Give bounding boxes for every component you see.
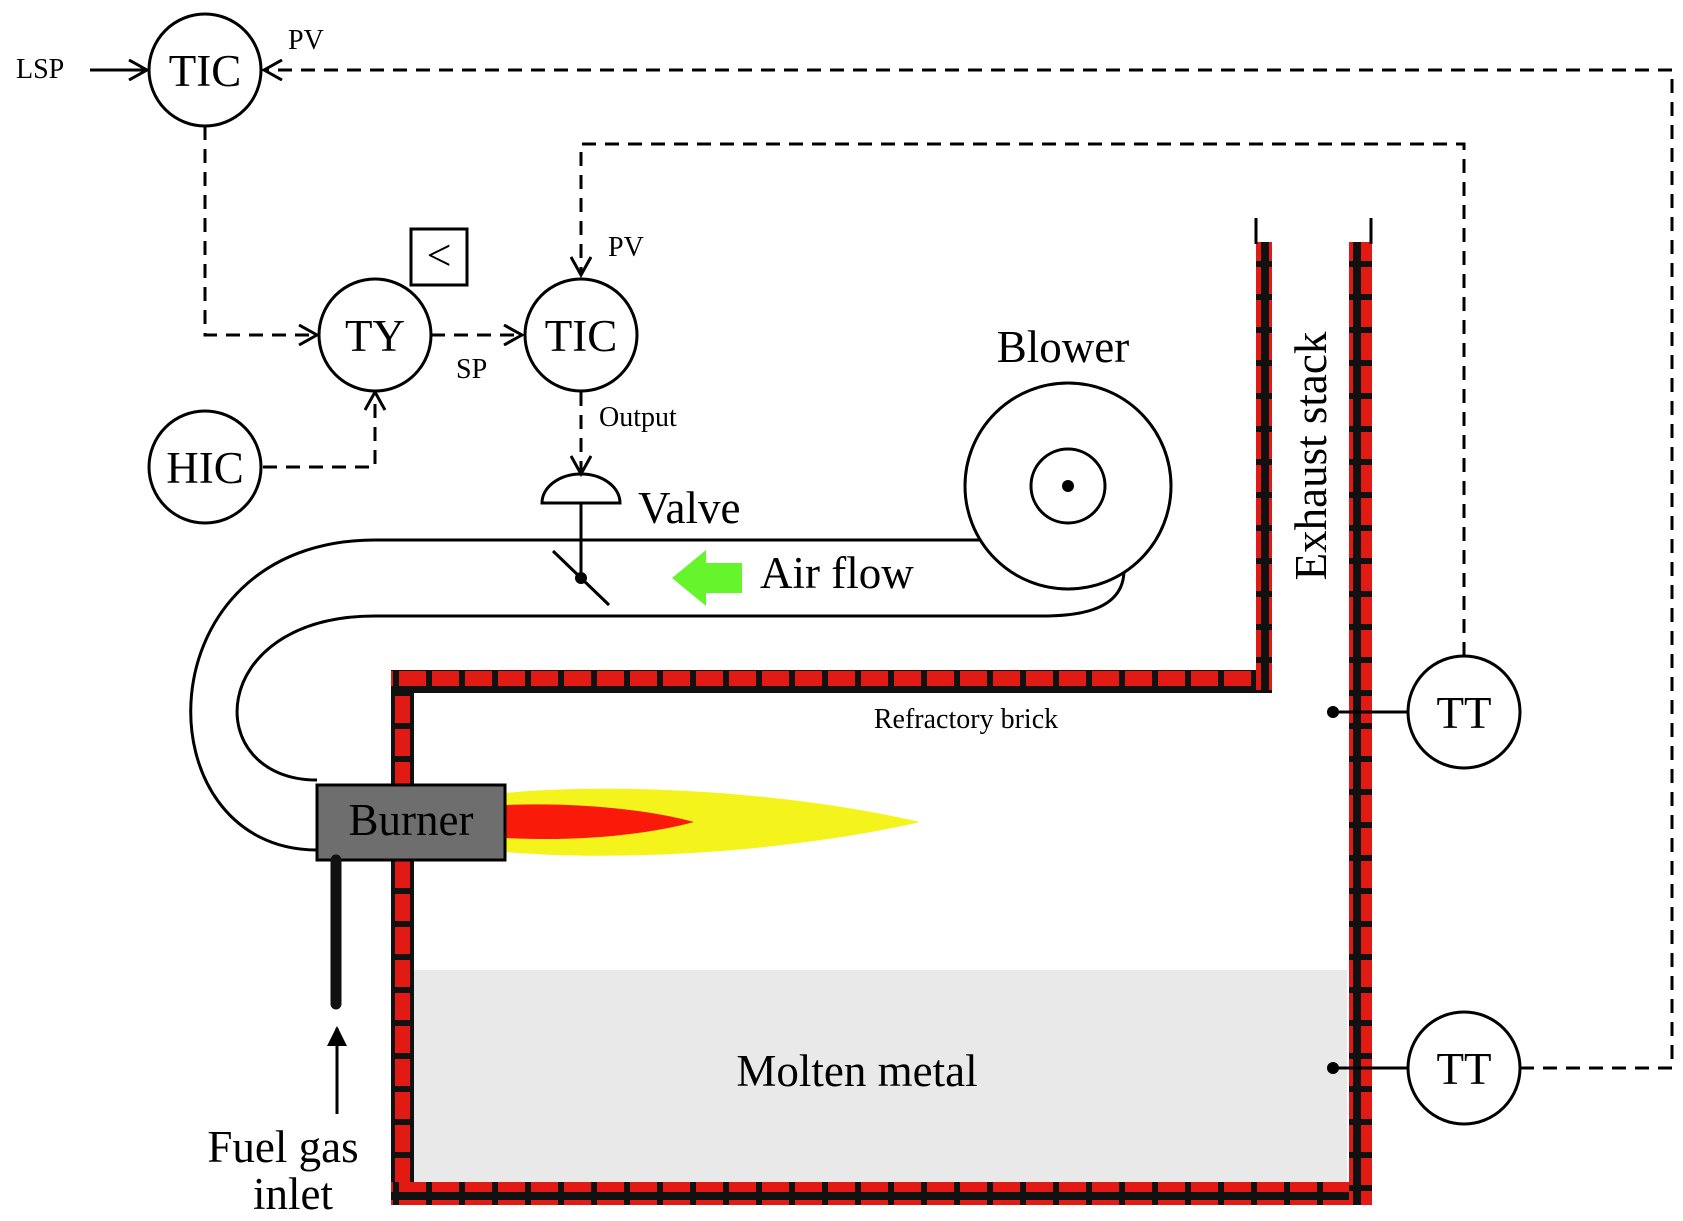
- pv-mid-label: PV: [608, 232, 644, 263]
- burner-body: [315, 783, 507, 862]
- air-flow-arrow-icon: [672, 550, 742, 606]
- refractory-brick-label: Refractory brick: [874, 704, 1058, 735]
- blower: [963, 381, 1173, 591]
- valve-label: Valve: [638, 483, 740, 533]
- ty-label: TY: [345, 311, 405, 361]
- blower-shaft: [1062, 480, 1074, 492]
- tic-top-label: TIC: [169, 46, 242, 96]
- hic-circle: [147, 409, 263, 525]
- selector-box: [409, 227, 469, 287]
- signal-hic-to-ty: [263, 392, 375, 469]
- refractory-top-wall: [391, 670, 1272, 693]
- tt-upper-label: TT: [1437, 688, 1492, 738]
- tt-lower-label: TT: [1437, 1044, 1492, 1094]
- refractory-left-wall: [391, 670, 414, 1205]
- tic-mid-label: TIC: [545, 311, 618, 361]
- output-label: Output: [599, 402, 677, 433]
- signal-lines: [90, 70, 1674, 1070]
- blower-hub: [1029, 447, 1107, 525]
- furnace: [391, 218, 1373, 1205]
- pv-top-label: PV: [288, 25, 324, 56]
- valve-actuator-icon: [540, 472, 622, 505]
- fuel-gas-label-line1: Fuel gas: [207, 1122, 358, 1172]
- signal-tt-upper-to-tic-mid: [581, 142, 1466, 656]
- flame-outer: [505, 788, 920, 856]
- burner: [315, 783, 920, 1114]
- burner-label: Burner: [349, 795, 474, 845]
- valve-pivot: [575, 572, 587, 584]
- signal-tic-top-to-ty: [203, 126, 317, 335]
- air-duct-inner: [235, 569, 1126, 782]
- sp-label: SP: [456, 354, 487, 385]
- flame-inner: [505, 804, 694, 840]
- stack-left-wall: [1256, 242, 1272, 693]
- blower-label: Blower: [997, 322, 1129, 372]
- hic-label: HIC: [166, 443, 244, 493]
- fuel-gas-label-line2: inlet: [253, 1169, 333, 1219]
- signal-tt-lower-to-tic-top: [264, 70, 1674, 1070]
- control-valve: [540, 472, 622, 607]
- refractory-right-wall: [1349, 242, 1372, 1205]
- tic-top-circle: [147, 12, 263, 128]
- molten-metal-label: Molten metal: [736, 1046, 977, 1096]
- exhaust-stack-label: Exhaust stack: [1286, 331, 1336, 580]
- air-duct-outer: [189, 538, 987, 852]
- tic-mid-circle: [523, 277, 639, 393]
- air-flow-label: Air flow: [760, 548, 914, 598]
- refractory-bottom-wall: [391, 1182, 1372, 1205]
- ty-circle: [317, 277, 433, 393]
- molten-metal-pool: [414, 970, 1347, 1183]
- lsp-label: LSP: [16, 54, 64, 85]
- selector-symbol: <: [427, 231, 452, 280]
